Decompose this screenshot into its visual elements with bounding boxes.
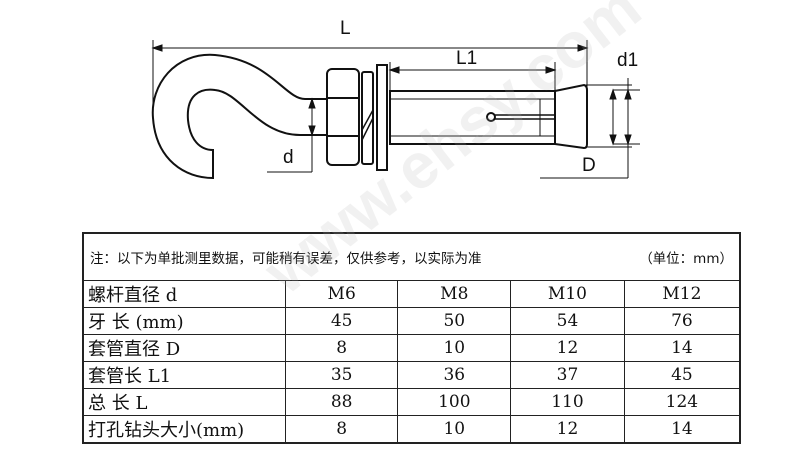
note-text: 注：以下为单批测里数据，可能稍有误差，仅供参考，以实际为准 <box>90 251 482 267</box>
cell: 12 <box>510 334 625 362</box>
note-cell: 注：以下为单批测里数据，可能稍有误差，仅供参考，以实际为准 （单位：mm） <box>82 232 741 281</box>
cell: 110 <box>510 388 625 416</box>
dimension-lines <box>151 40 640 179</box>
cell: 88 <box>284 388 399 416</box>
cell: 10 <box>397 415 512 444</box>
cell: M12 <box>623 280 741 308</box>
label-d1: d1 <box>617 50 639 71</box>
label-L1: L1 <box>456 48 478 69</box>
cell: 14 <box>623 415 741 444</box>
spec-table: 注：以下为单批测里数据，可能稍有误差，仅供参考，以实际为准 （单位：mm） 螺杆直… <box>82 232 741 444</box>
unit-text: （单位：mm） <box>639 251 733 267</box>
row-label: 套管长 L1 <box>82 361 286 389</box>
cell: 12 <box>510 415 625 444</box>
spring-washer <box>361 71 374 165</box>
label-d: d <box>283 147 294 168</box>
cell: 14 <box>623 334 741 362</box>
cell: 8 <box>284 334 399 362</box>
cell: 36 <box>397 361 512 389</box>
cell: 35 <box>284 361 399 389</box>
cell: 50 <box>397 307 512 335</box>
hook-shape <box>151 53 327 180</box>
hex-nut <box>326 68 360 166</box>
hook-anchor-bolt-drawing <box>151 40 640 180</box>
cell: 100 <box>397 388 512 416</box>
cell: M8 <box>397 280 512 308</box>
cell: 45 <box>623 361 741 389</box>
cell: M10 <box>510 280 625 308</box>
row-label: 打孔钻头大小(mm) <box>82 415 286 444</box>
flat-washer <box>376 64 388 171</box>
cell: M6 <box>284 280 399 308</box>
cell: 124 <box>623 388 741 416</box>
cell: 54 <box>510 307 625 335</box>
cell: 45 <box>284 307 399 335</box>
cell: 8 <box>284 415 399 444</box>
label-L: L <box>340 18 351 39</box>
cell: 37 <box>510 361 625 389</box>
cell: 10 <box>397 334 512 362</box>
cell: 76 <box>623 307 741 335</box>
row-label: 总 长 L <box>82 388 286 416</box>
row-label: 套管直径 D <box>82 334 286 362</box>
sleeve <box>389 90 556 145</box>
cone <box>554 83 588 150</box>
row-label: 螺杆直径 d <box>82 280 286 308</box>
label-D: D <box>582 155 596 176</box>
row-label: 牙 长 (mm) <box>82 307 286 335</box>
